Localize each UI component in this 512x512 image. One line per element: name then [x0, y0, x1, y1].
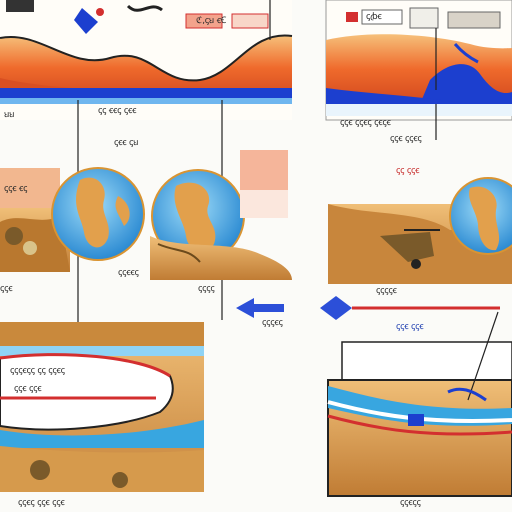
label-footer-right: ꞔꞔꞓꞔꞔ: [400, 498, 421, 508]
label-top-right-1: ꞔꞗꞓ: [366, 12, 382, 22]
label-band-left: ꞔꞔꞓ: [0, 284, 13, 294]
label-band-center-2: ꞔꞔꞔꞔ: [198, 284, 215, 294]
label-mid-left-1: ꞟꞟ: [4, 110, 15, 120]
label-mid-center-2: ꞔꞓꞓ ꞔꞟ: [114, 138, 139, 148]
label-mid-center-1: ꞔꞔ ꞓꞓꞔ ꞔꞓꞓ: [98, 106, 137, 116]
connectors: [236, 296, 500, 320]
label-mid-right-3: ꞔꞔ ꞔꞔꞓ: [396, 166, 420, 176]
lower-right-panel: [327, 311, 512, 497]
label-right-band-1: ꞔꞔꞔꞔꞓ: [376, 286, 397, 296]
diamond-marker-icon: [320, 296, 352, 320]
label-right-band-2: ꞔꞔꞓ ꞔꞔꞓ: [396, 322, 424, 332]
label-arrow: ꞔꞔꞔꞓꞔ: [262, 318, 283, 328]
label-mid-right-2: ꞔꞔꞓ ꞔꞔꞓꞔ: [390, 134, 422, 144]
label-lower-left-2: ꞔꞔꞓ ꞔꞔꞓ: [14, 384, 42, 394]
middle-left-scene: [0, 150, 292, 280]
label-footer-left: ꞔꞔꞓꞔ ꞔꞔꞓ ꞔꞔꞓ: [18, 498, 65, 508]
top-left-panel: [0, 0, 293, 120]
label-globe-left: ꞔꞔꞓ ꞓꞔ: [4, 184, 28, 194]
label-lower-left-1: ꞔꞔꞔꞓꞔꞔ ꞔꞔ ꞔꞔꞓꞔ: [10, 366, 65, 376]
label-top-left-1: ℭ‚ꞔꞟ ꞓꞒ: [196, 16, 227, 26]
lower-left-panel: [0, 322, 220, 512]
label-mid-right-1: ꞔꞔꞓ ꞔꞔꞓꞔ ꞔꞓꞔꞓ: [340, 118, 391, 128]
middle-right-scene: [328, 177, 512, 284]
label-band-center-1: ꞔꞔꞓꞓꞔ: [118, 268, 139, 278]
top-right-panel: [325, 0, 512, 121]
